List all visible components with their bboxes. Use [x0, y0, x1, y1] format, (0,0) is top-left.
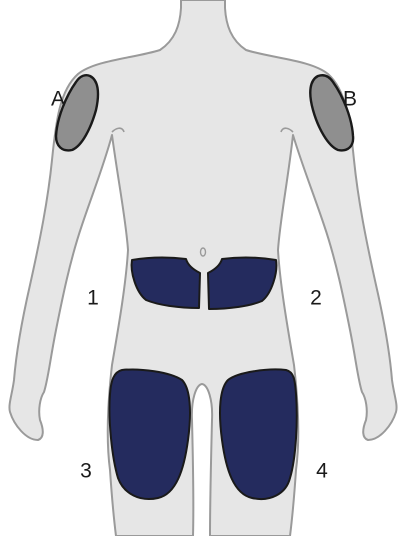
thigh-site-4[interactable] — [220, 369, 297, 499]
site-label-b: B — [343, 89, 357, 110]
site-label-a: A — [51, 89, 65, 110]
site-label-3: 3 — [80, 461, 92, 482]
site-label-1: 1 — [87, 288, 99, 309]
site-label-4: 4 — [316, 461, 328, 482]
body-silhouette — [9, 0, 396, 536]
thigh-site-3[interactable] — [109, 369, 190, 499]
site-label-2: 2 — [310, 288, 322, 309]
